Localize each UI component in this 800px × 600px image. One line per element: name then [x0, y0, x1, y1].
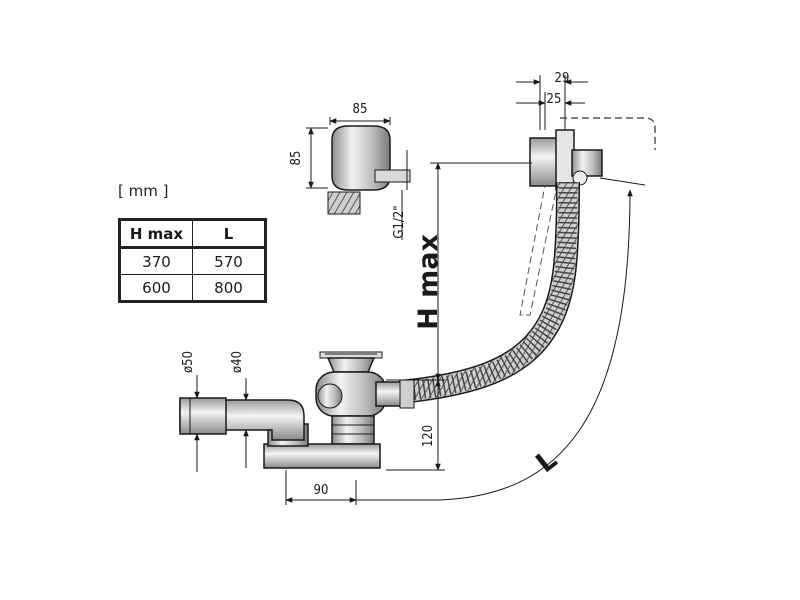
- corrugated-hose-icon: [398, 181, 579, 403]
- table-cell: 570: [192, 247, 266, 275]
- height-85-label: 85: [289, 151, 304, 166]
- overflow-assembly: [529, 129, 603, 191]
- table-header-hmax: H max: [119, 219, 193, 249]
- dim-25-label: 25: [547, 92, 562, 107]
- overflow-head-detail: 85 85 G1/2": [289, 102, 411, 240]
- units-label: [ mm ]: [118, 182, 169, 200]
- dia-40-label: ø40: [230, 351, 245, 373]
- table-row: 600 800: [119, 274, 266, 302]
- dim-29-label: 29: [555, 71, 570, 86]
- thread-label: G1/2": [392, 205, 407, 238]
- outlet-diameter-dimensions: ø50 ø40: [181, 351, 249, 472]
- waste-body: [179, 351, 415, 469]
- depth-dimensions: 29 25: [516, 71, 588, 130]
- table-header-l: L: [192, 219, 266, 249]
- width-90-dimension: 90: [285, 470, 440, 505]
- width-85-label: 85: [353, 102, 368, 117]
- height-120-dimension: 120: [386, 379, 445, 471]
- hmax-dimension: H max: [386, 162, 532, 381]
- dia-50-label: ø50: [181, 351, 196, 373]
- dim-90-label: 90: [314, 483, 329, 498]
- tub-rim-outline: [560, 117, 656, 150]
- table-cell: 800: [192, 274, 266, 302]
- overflow-hose-stub-icon: [327, 191, 361, 215]
- dim-120-label: 120: [421, 425, 436, 447]
- dimension-table: H max L 370 570 600 800: [118, 218, 267, 303]
- table-header-row: H max L: [119, 219, 266, 249]
- hmax-label: H max: [413, 234, 444, 330]
- table-row: 370 570: [119, 247, 266, 275]
- table-cell: 370: [119, 247, 193, 275]
